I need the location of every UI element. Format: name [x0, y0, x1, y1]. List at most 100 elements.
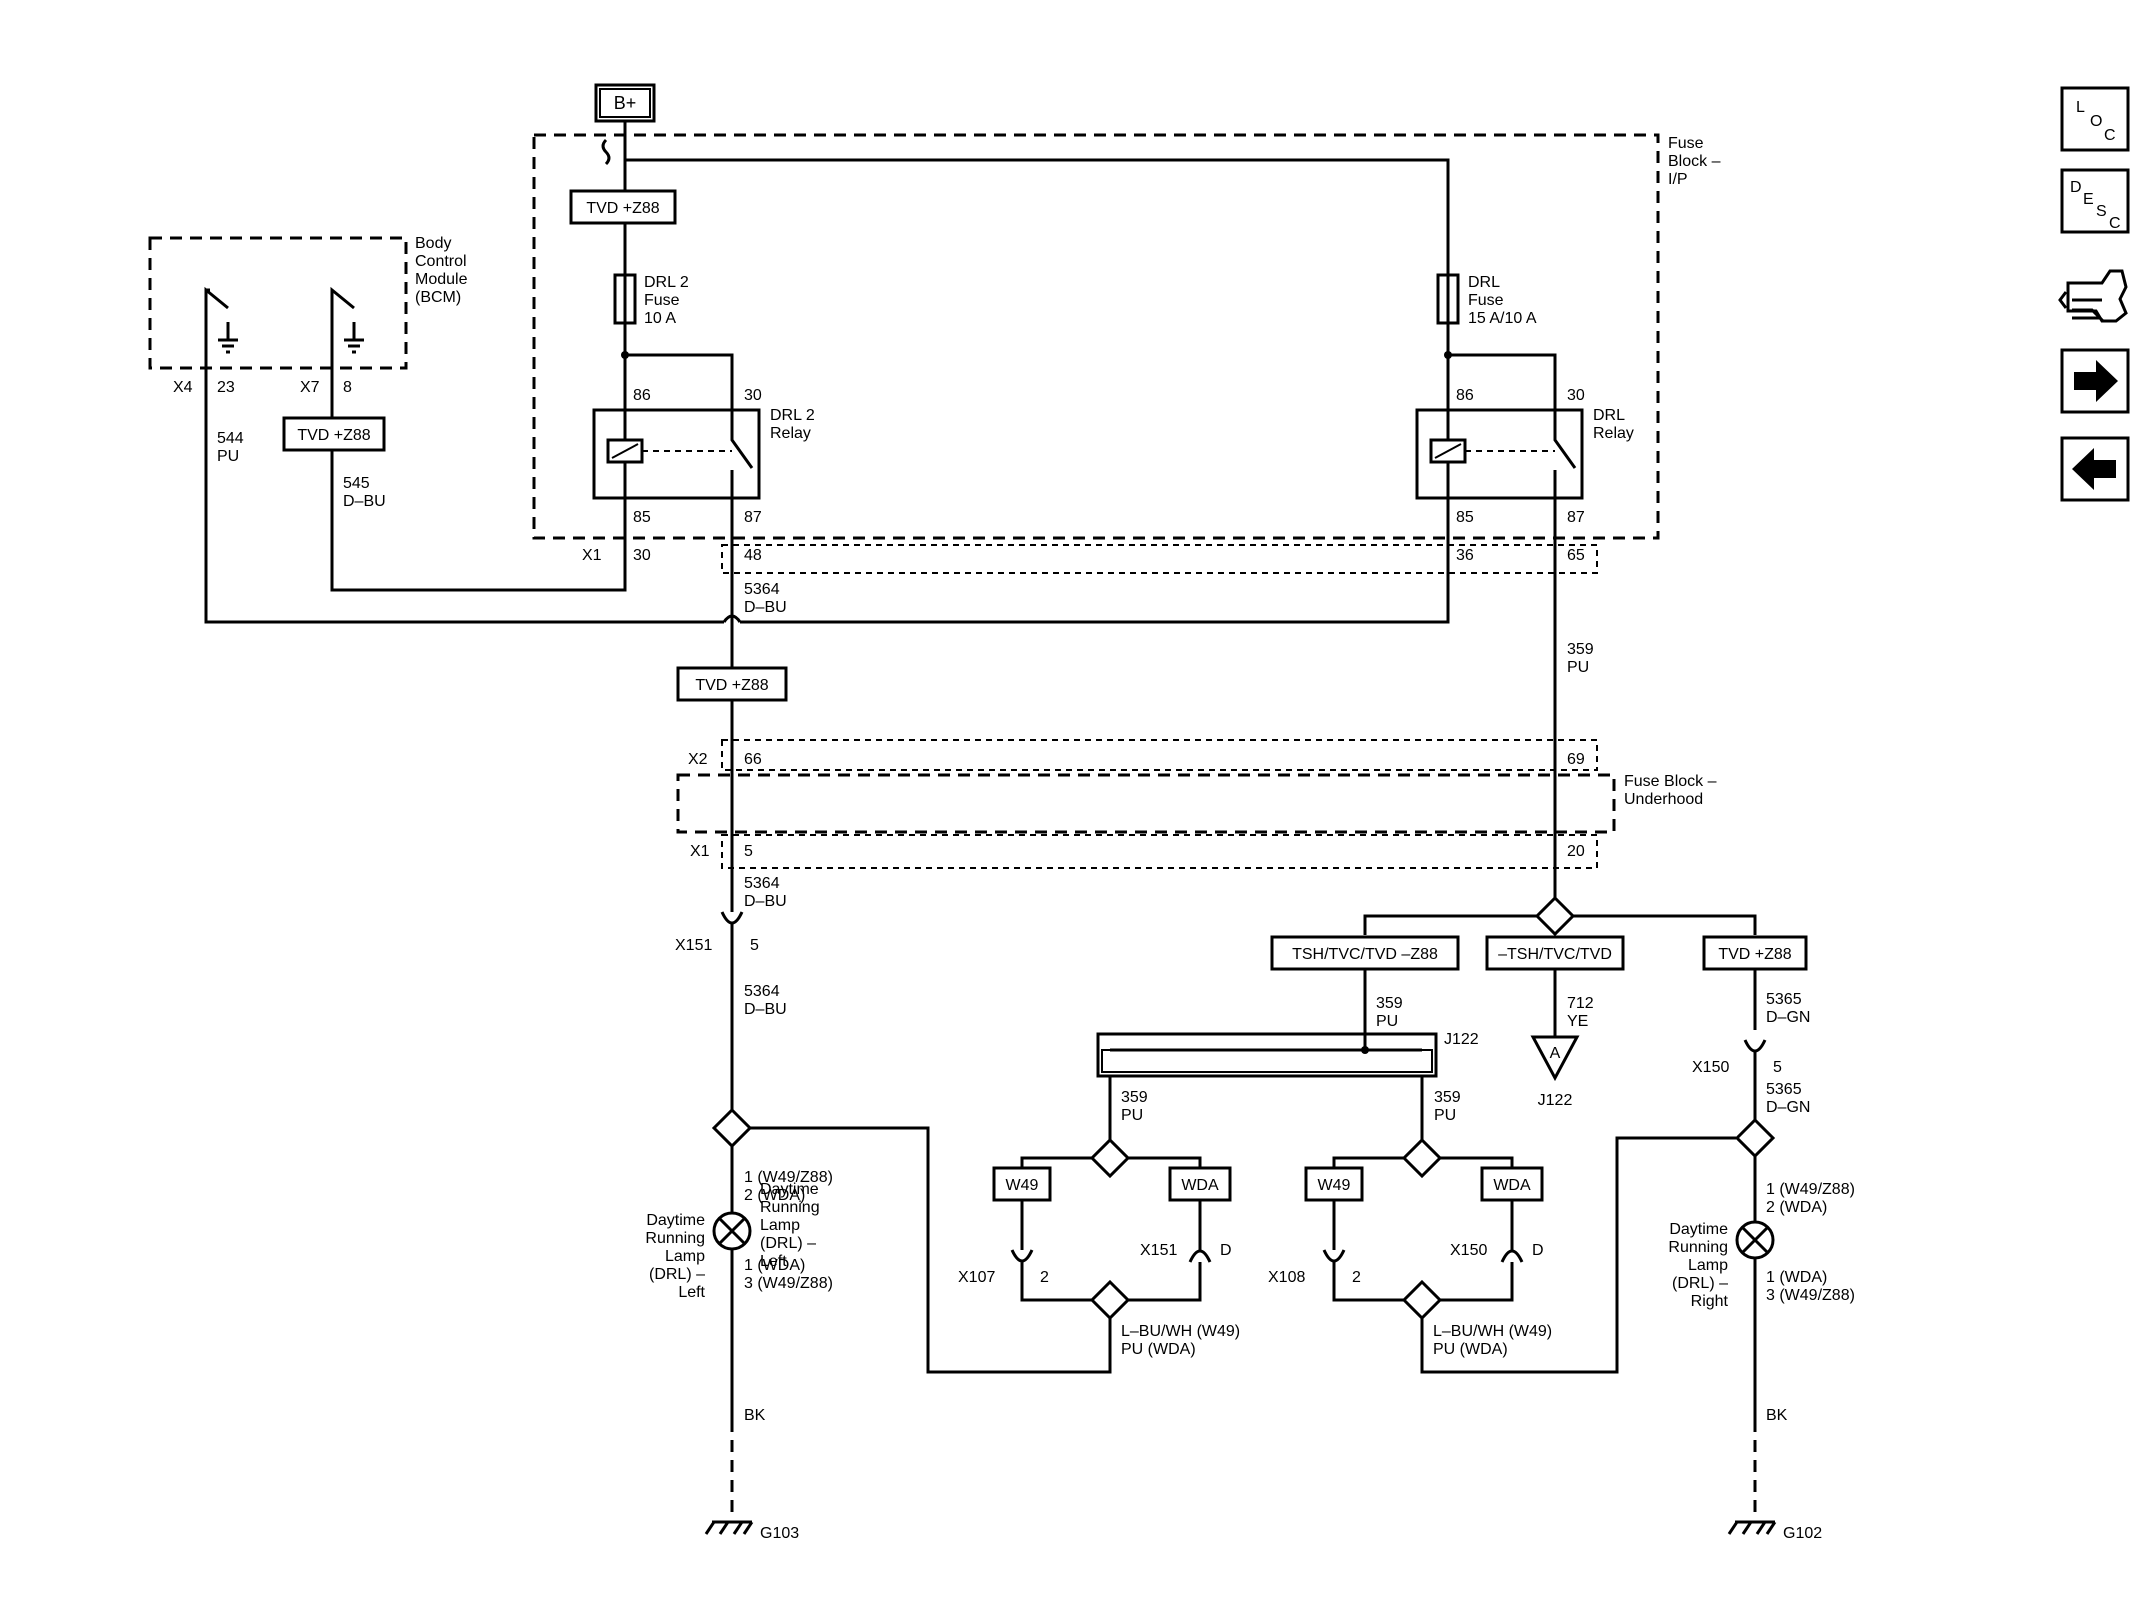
lamp-left-overlap-2: Running [760, 1199, 820, 1216]
lamp-left-label-5: Left [678, 1284, 705, 1301]
splice-diamond-option-a [1089, 1137, 1131, 1179]
fuse-block-ip-label-3: I/P [1668, 171, 1688, 188]
option-box-tvd-top-label: TVD +Z88 [586, 200, 659, 217]
option-box-w49-a-label: W49 [1006, 1177, 1039, 1194]
lamp-right-pin-bot-1: 1 (WDA) [1766, 1269, 1827, 1286]
connector-x1-uh-label: X1 [690, 843, 710, 860]
pin-30-drl: 30 [1567, 387, 1585, 404]
connector-x108-label: X108 [1268, 1269, 1305, 1286]
next-page-button[interactable] [2060, 348, 2130, 414]
fuse-block-ip-outline [532, 133, 1660, 540]
pin-85-drl2: 85 [633, 509, 651, 526]
wire-359-d-color: PU [1434, 1107, 1456, 1124]
desc-button[interactable]: D E S C [2060, 168, 2130, 234]
bcm-label-1: Body [415, 235, 451, 252]
splice-diamond-359 [1534, 895, 1576, 937]
bcm-switch-x7 [330, 286, 364, 368]
option-box-tvd-right-label: TVD +Z88 [1718, 946, 1791, 963]
connector-x150-label: X150 [1692, 1059, 1729, 1076]
desc-button-frame[interactable] [2060, 168, 2130, 234]
splice-359-branches [1363, 914, 1757, 935]
drl2-relay-switch [730, 410, 754, 545]
bplus-bus-wire [625, 158, 1450, 275]
pin-69-x2: 69 [1567, 751, 1585, 768]
pin-66-x2: 66 [744, 751, 762, 768]
wire-359-c-num: 359 [1121, 1089, 1148, 1106]
lamp-left-pin-top-1: 1 (W49/Z88) [744, 1169, 833, 1186]
pin-20-x1-uh: 20 [1567, 843, 1585, 860]
wire-lbu-b-2: PU (WDA) [1433, 1341, 1508, 1358]
lamp-right-cross [1740, 1225, 1770, 1255]
connector-x151-label: X151 [675, 937, 712, 954]
connector-x7-label: X7 [300, 379, 320, 396]
wire-544-drl-relay [740, 545, 1450, 624]
fuse-block-underhood-outline [676, 773, 1616, 834]
wire-5365-b-num: 5365 [1766, 1081, 1802, 1098]
drl2-fuse-to-relay-wire [623, 323, 734, 410]
option-box-w49-b-label: W49 [1318, 1177, 1351, 1194]
connector-x1-uh-outline [721, 834, 1598, 869]
wire-bk-left: BK [744, 1407, 766, 1424]
drl-fuse-label-3: 15 A/10 A [1468, 310, 1537, 327]
diag-icon-arrows [2058, 291, 2104, 320]
harness-diagnostic-icon[interactable] [2058, 256, 2128, 332]
option-box-tvd-bcm [282, 416, 386, 452]
connector-x151-b-label: X151 [1140, 1242, 1177, 1259]
loc-button-frame[interactable] [2060, 86, 2130, 152]
lamp-left-label-3: Lamp [665, 1248, 705, 1265]
ground-g103-label: G103 [760, 1525, 799, 1542]
pin-48-x1: 48 [744, 547, 762, 564]
option-box-tvd-mid-label: TVD +Z88 [695, 677, 768, 694]
option-b-w49-path [1322, 1200, 1404, 1302]
lamp-right-label-3: Lamp [1688, 1257, 1728, 1274]
splice-diamond-left-lamp [711, 1107, 753, 1149]
lamp-left-pin-bot-2: 3 (W49/Z88) [744, 1275, 833, 1292]
option-box-tvd-bcm-label: TVD +Z88 [297, 427, 370, 444]
wire-359-d-num: 359 [1434, 1089, 1461, 1106]
option-a-w49-path [1010, 1200, 1092, 1302]
lamp-right-label-2: Running [1668, 1239, 1728, 1256]
pin-d-x151: D [1220, 1242, 1232, 1259]
lamp-left-overlap-5: Left [760, 1253, 787, 1270]
junction-block-j122-bar [1101, 1049, 1433, 1073]
offpage-connector-a [1530, 1035, 1580, 1082]
option-box-tvd-mid [676, 666, 788, 702]
bcm-switch-x4 [204, 286, 238, 368]
wire-lbu-a-1: L–BU/WH (W49) [1121, 1323, 1240, 1340]
wire-5364-b-color: D–BU [744, 893, 787, 910]
option-box-tvd-top [569, 189, 677, 225]
pin-86-drl2: 86 [633, 387, 651, 404]
bcm-label-3: Module [415, 271, 468, 288]
drl-relay-switch [1553, 410, 1577, 545]
fuse-block-uh-label-2: Underhood [1624, 791, 1703, 808]
pin-87-drl2: 87 [744, 509, 762, 526]
prev-page-button[interactable] [2060, 436, 2130, 502]
lamp-left-overlap-3: Lamp [760, 1217, 800, 1234]
lamp-left-pin-bot-1: 1 (WDA) [744, 1257, 805, 1274]
wire-lbu-b-1: L–BU/WH (W49) [1433, 1323, 1552, 1340]
wire-lbu-b [1420, 1136, 1736, 1374]
lamp-left-label-1: Daytime [646, 1212, 705, 1229]
pin-5-x1-uh: 5 [744, 843, 753, 860]
option-box-neg-tsh-label: –TSH/TVC/TVD [1498, 946, 1612, 963]
fuse-block-ip-label-1: Fuse [1668, 135, 1704, 152]
loc-button[interactable]: L O C [2060, 86, 2130, 152]
drl2-relay-label-2: Relay [770, 425, 811, 442]
desc-letter-c: C [2109, 215, 2121, 232]
lamp-left-overlap-1: Daytime [760, 1181, 819, 1198]
lamp-left-overlap-4: (DRL) – [760, 1235, 816, 1252]
option-b-wda-path [1440, 1200, 1524, 1302]
wire-545-num: 545 [343, 475, 370, 492]
pin-2-x107: 2 [1040, 1269, 1049, 1286]
bcm-label-2: Control [415, 253, 467, 270]
wire-5364-c-color: D–BU [744, 1001, 787, 1018]
wire-712-num: 712 [1567, 995, 1594, 1012]
wire-5364-a-num: 5364 [744, 581, 780, 598]
j122-outputs [1108, 1076, 1424, 1140]
lamp-right-pin-top-1: 1 (W49/Z88) [1766, 1181, 1855, 1198]
lamp-right-pin-top-2: 2 (WDA) [1766, 1199, 1827, 1216]
drl2-relay-coil-diag [611, 443, 639, 459]
wire-544-num: 544 [217, 430, 244, 447]
connector-x2-outline [721, 739, 1598, 771]
